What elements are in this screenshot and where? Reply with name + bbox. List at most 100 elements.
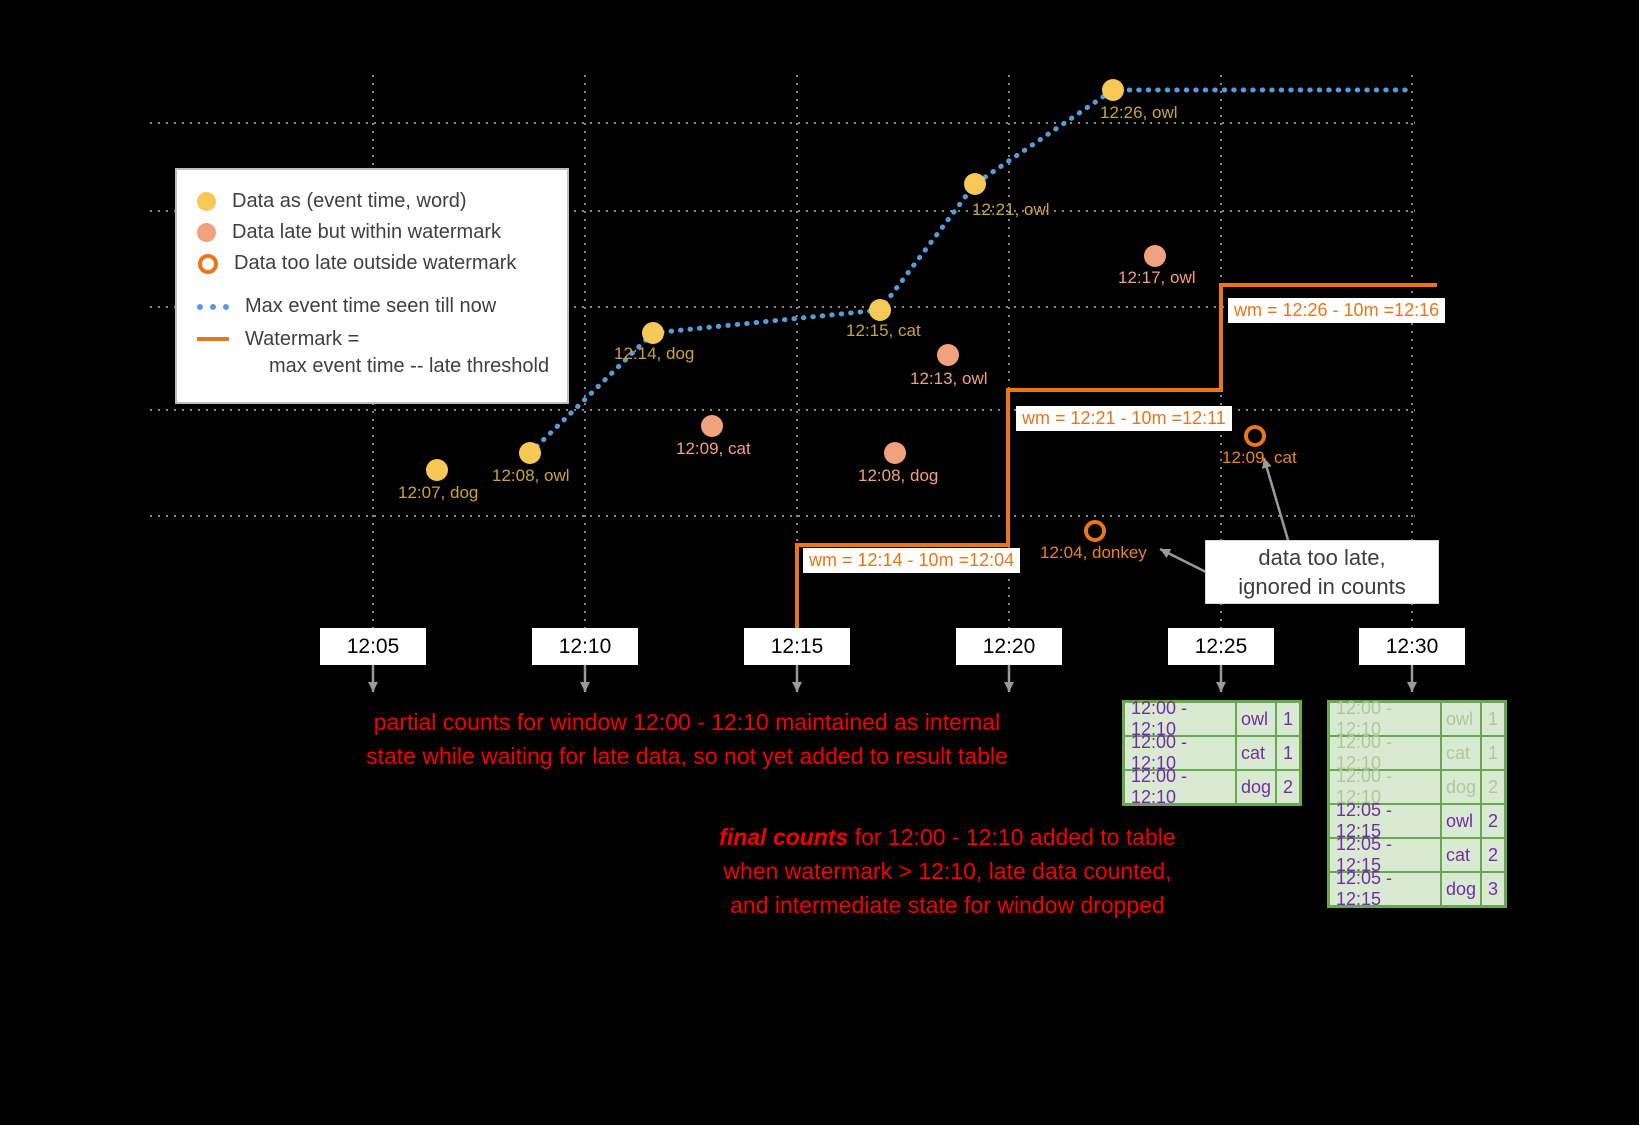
too-late-callout-line2: ignored in counts xyxy=(1238,574,1406,599)
data-point-on-time xyxy=(426,459,448,481)
table-row: 12:00 - 12:10 cat 1 xyxy=(1124,732,1300,773)
data-point-too-late xyxy=(1084,520,1106,542)
late-dot-icon xyxy=(197,223,216,242)
too-late-callout: data too late, ignored in counts xyxy=(1205,540,1439,604)
data-point-on-time xyxy=(964,173,986,195)
legend-label: Data as (event time, word) xyxy=(232,190,467,212)
data-point-late xyxy=(1144,245,1166,267)
data-point-label: 12:21, owl xyxy=(972,200,1050,219)
data-point-late xyxy=(884,442,906,464)
word-cell: owl xyxy=(1441,702,1481,736)
arrow-to-cat-icon xyxy=(1262,457,1290,541)
count-cell: 1 xyxy=(1481,702,1505,736)
data-point-label: 12:08, owl xyxy=(492,466,570,485)
time-tick-12-20: 12:20 xyxy=(956,628,1062,665)
final-counts-line3: and intermediate state for window droppe… xyxy=(730,892,1165,918)
legend-label: Data late but within watermark xyxy=(232,221,502,243)
table-row: 12:00 - 12:10 dog 2 xyxy=(1124,766,1300,807)
count-cell: 2 xyxy=(1481,838,1505,872)
data-point-late xyxy=(937,344,959,366)
max-event-line-icon xyxy=(197,303,229,310)
window-cell: 12:05 - 12:15 xyxy=(1329,834,1441,875)
count-cell: 1 xyxy=(1276,736,1300,770)
arrow-to-donkey-icon xyxy=(1159,547,1207,574)
callout-arrows xyxy=(1159,457,1290,574)
final-counts-line1: final counts for 12:00 - 12:10 added to … xyxy=(695,820,1200,854)
window-cell: 12:00 - 12:10 xyxy=(1329,766,1441,807)
data-point-late xyxy=(701,415,723,437)
result-table-12-30: 12:00 - 12:10 owl 1 12:00 - 12:10 cat 1 … xyxy=(1327,698,1507,909)
data-point-label: 12:15, cat xyxy=(846,321,921,340)
word-cell: dog xyxy=(1441,872,1481,906)
table-row: 12:00 - 12:10 dog 2 xyxy=(1329,766,1505,807)
tick-arrows xyxy=(368,664,1417,692)
table-row: 12:05 - 12:15 cat 2 xyxy=(1329,834,1505,875)
time-tick-12-25: 12:25 xyxy=(1168,628,1274,665)
partial-counts-note: partial counts for window 12:00 - 12:10 … xyxy=(327,705,1047,773)
final-counts-line2: when watermark > 12:10, late data counte… xyxy=(723,858,1172,884)
data-point-label: 12:14, dog xyxy=(614,344,695,363)
word-cell: cat xyxy=(1441,838,1481,872)
data-point-label: 12:09, cat xyxy=(676,439,751,458)
data-point-label: 12:04, donkey xyxy=(1040,543,1147,562)
word-cell: dog xyxy=(1236,770,1276,804)
window-cell: 12:00 - 12:10 xyxy=(1329,732,1441,773)
watermark-line xyxy=(795,283,1437,630)
table-row: 12:00 - 12:10 cat 1 xyxy=(1329,732,1505,773)
legend-item-on-time: Data as (event time, word) xyxy=(197,190,553,213)
watermark-line-icon xyxy=(197,337,229,341)
legend-watermark-line2: max event time -- late threshold xyxy=(269,355,550,377)
too-late-ring-icon xyxy=(198,253,218,274)
watermark-step-label: wm = 12:21 - 10m =12:11 xyxy=(1016,406,1232,431)
count-cell: 2 xyxy=(1481,804,1505,838)
window-cell: 12:00 - 12:10 xyxy=(1329,698,1441,739)
watermark-step-label: wm = 12:14 - 10m =12:04 xyxy=(803,548,1021,573)
data-point-label: 12:08, dog xyxy=(858,466,939,485)
legend-label: Data too late outside watermark xyxy=(234,252,517,274)
table-row: 12:05 - 12:15 dog 3 xyxy=(1329,868,1505,909)
time-tick-12-10: 12:10 xyxy=(532,628,638,665)
time-tick-12-30: 12:30 xyxy=(1359,628,1465,665)
data-point-on-time xyxy=(519,442,541,464)
table-row: 12:00 - 12:10 owl 1 xyxy=(1124,698,1300,739)
legend: Data as (event time, word) Data late but… xyxy=(175,168,569,404)
grid-horizontal-lines xyxy=(150,122,1415,517)
word-cell: owl xyxy=(1236,702,1276,736)
partial-counts-line1: partial counts for window 12:00 - 12:10 … xyxy=(373,709,1001,735)
window-cell: 12:00 - 12:10 xyxy=(1124,766,1236,807)
max-event-time-line xyxy=(527,87,1417,456)
too-late-callout-line1: data too late, xyxy=(1258,545,1386,570)
data-point-label: 12:17, owl xyxy=(1118,268,1196,287)
data-point-label: 12:26, owl xyxy=(1100,103,1178,122)
data-point-on-time xyxy=(869,299,891,321)
window-cell: 12:05 - 12:15 xyxy=(1329,868,1441,909)
final-counts-note: final counts for 12:00 - 12:10 added to … xyxy=(695,820,1200,922)
final-counts-line1-rest: for 12:00 - 12:10 added to table xyxy=(848,824,1176,850)
legend-label: Watermark = max event time -- late thres… xyxy=(245,326,549,380)
legend-item-too-late: Data too late outside watermark xyxy=(197,252,553,275)
data-point-label: 12:09, cat xyxy=(1222,448,1297,467)
data-point-on-time xyxy=(642,322,664,344)
legend-item-max-event: Max event time seen till now xyxy=(197,295,553,318)
word-cell: cat xyxy=(1236,736,1276,770)
partial-counts-line2: state while waiting for late data, so no… xyxy=(366,743,1008,769)
legend-item-watermark: Watermark = max event time -- late thres… xyxy=(197,326,553,380)
watermark-step-label: wm = 12:26 - 10m =12:16 xyxy=(1228,298,1446,323)
count-cell: 1 xyxy=(1481,736,1505,770)
final-counts-emphasis: final counts xyxy=(719,824,849,850)
word-cell: dog xyxy=(1441,770,1481,804)
count-cell: 3 xyxy=(1481,872,1505,906)
time-tick-12-05: 12:05 xyxy=(320,628,426,665)
time-tick-12-15: 12:15 xyxy=(744,628,850,665)
legend-item-late: Data late but within watermark xyxy=(197,221,553,244)
data-point-too-late xyxy=(1244,425,1266,447)
count-cell: 2 xyxy=(1481,770,1505,804)
window-cell: 12:05 - 12:15 xyxy=(1329,800,1441,841)
result-table-12-25: 12:00 - 12:10 owl 1 12:00 - 12:10 cat 1 … xyxy=(1122,698,1302,807)
window-cell: 12:00 - 12:10 xyxy=(1124,698,1236,739)
word-cell: cat xyxy=(1441,736,1481,770)
data-point-label: 12:13, owl xyxy=(910,369,988,388)
data-point-on-time xyxy=(1102,79,1124,101)
